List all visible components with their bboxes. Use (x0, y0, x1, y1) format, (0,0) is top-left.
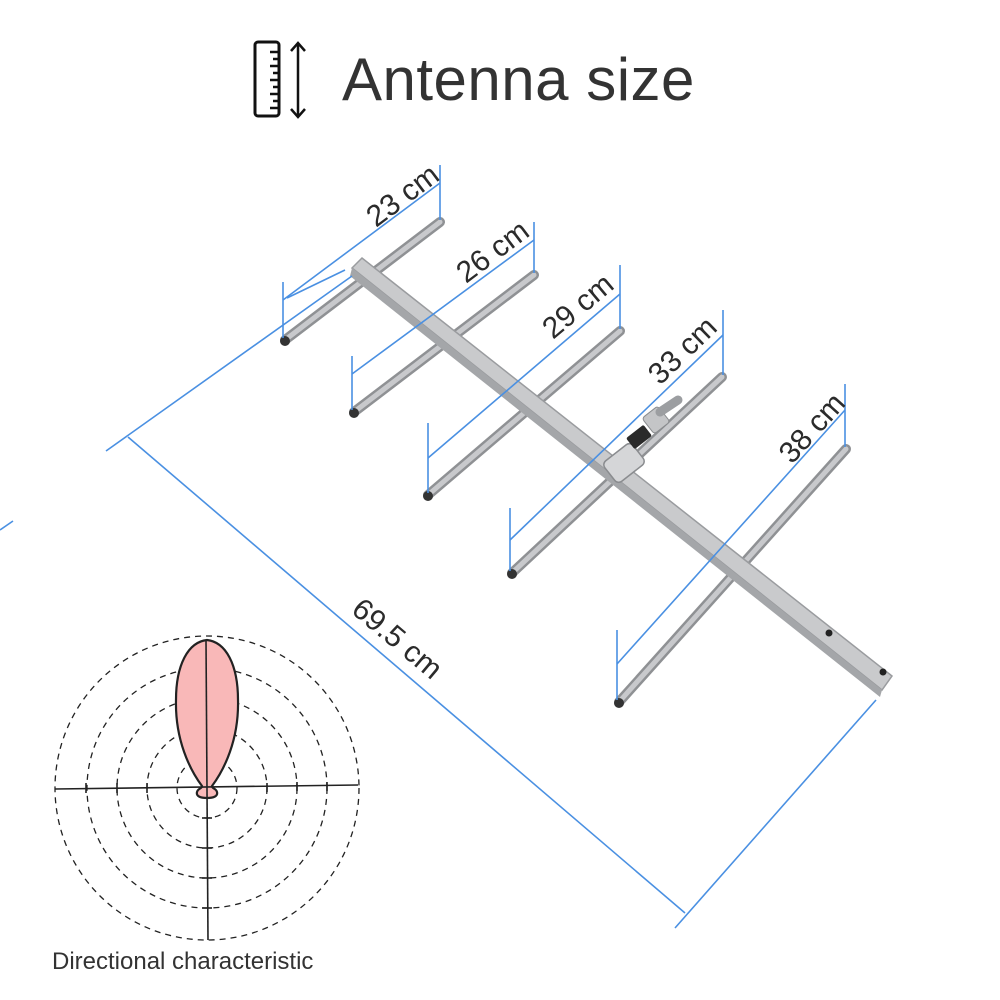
boom-length: 69.5 cm (346, 592, 449, 686)
ruler-height-icon (253, 40, 306, 119)
header: Antenna size (0, 0, 1000, 160)
element-3-length: 29 cm (536, 268, 620, 346)
page-title: Antenna size (342, 46, 695, 113)
element-4-length: 33 cm (642, 311, 724, 391)
polar-caption: Directional characteristic (52, 948, 314, 975)
feed-connector (603, 395, 683, 484)
dimension-lines (0, 165, 877, 929)
polar-diagram (54, 635, 360, 941)
